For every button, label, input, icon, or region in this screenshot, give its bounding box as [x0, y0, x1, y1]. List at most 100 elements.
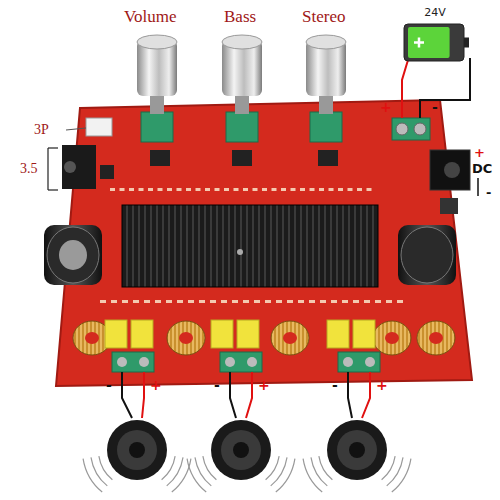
smd-pad	[158, 188, 163, 191]
smd-pad	[309, 300, 315, 303]
smd-pad	[310, 188, 315, 191]
polarity-sign: +	[380, 100, 392, 114]
smd-pad	[254, 300, 260, 303]
inductor-coil	[373, 321, 411, 355]
speaker-terminal	[220, 352, 262, 372]
polarity-sign: +	[376, 378, 388, 392]
stereo-knob	[306, 35, 346, 142]
ic-chip	[150, 150, 170, 166]
polarity-sign: -	[214, 378, 220, 392]
film-capacitor	[327, 320, 349, 348]
smd-pad	[221, 300, 227, 303]
silkscreen-dots	[100, 188, 403, 303]
smd-pad	[397, 300, 403, 303]
smd-pad	[357, 188, 362, 191]
speaker	[107, 420, 167, 480]
bracket	[47, 148, 48, 190]
ic-chip	[100, 165, 114, 179]
smd-pad	[276, 300, 282, 303]
smd-pad	[188, 300, 194, 303]
sound-wave	[265, 456, 279, 480]
inductor-coil	[417, 321, 455, 355]
speaker-terminal	[112, 352, 154, 372]
film-capacitor	[105, 320, 127, 348]
polarity-sign: -	[332, 378, 338, 392]
smd-pad	[348, 188, 353, 191]
leader-line	[66, 128, 86, 130]
ic-chip	[318, 150, 338, 166]
smd-pad	[133, 300, 139, 303]
smd-pad	[338, 188, 343, 191]
smd-pad	[375, 300, 381, 303]
smd-pad	[122, 300, 128, 303]
polarity-sign: -	[486, 186, 491, 199]
smd-pad	[353, 300, 359, 303]
bracket	[48, 147, 58, 148]
smd-pad	[320, 300, 326, 303]
smd-pad	[265, 300, 271, 303]
smd-pad	[243, 300, 249, 303]
power-label: DC	[472, 162, 492, 175]
sound-wave	[275, 458, 295, 492]
smd-pad	[148, 188, 153, 191]
dc-jack	[430, 150, 470, 190]
smd-pad	[262, 188, 267, 191]
power-wire	[420, 58, 470, 118]
power-terminal	[392, 118, 430, 140]
smd-pad	[342, 300, 348, 303]
power-wire	[402, 60, 408, 118]
audio-jack-hole	[64, 161, 76, 173]
smd-pad	[186, 188, 191, 191]
audio-jack	[62, 145, 96, 189]
smd-pad	[329, 188, 334, 191]
sound-wave	[318, 456, 332, 480]
sound-wave	[98, 456, 112, 480]
sound-wave	[302, 458, 322, 492]
smd-pad	[232, 300, 238, 303]
smd-pad	[110, 188, 115, 191]
sound-wave	[186, 458, 206, 492]
smd-pad	[210, 300, 216, 303]
film-capacitor	[211, 320, 233, 348]
circuit-board	[56, 100, 472, 386]
smd-pad	[224, 188, 229, 191]
battery: 24V	[398, 6, 472, 62]
film-capacitor	[131, 320, 153, 348]
smd-pad	[177, 188, 182, 191]
bass-knob	[222, 35, 262, 142]
smd-pad	[300, 188, 305, 191]
smd-pad	[199, 300, 205, 303]
polarity-sign: -	[106, 378, 112, 392]
capacitor	[398, 225, 456, 285]
3p-connector	[86, 118, 112, 136]
smd-pad	[243, 188, 248, 191]
smd-pad	[155, 300, 161, 303]
smd-pad	[319, 188, 324, 191]
film-capacitor	[353, 320, 375, 348]
smd-pad	[166, 300, 172, 303]
polarity-sign: +	[474, 146, 485, 159]
ic-chip	[232, 150, 252, 166]
speaker-wires	[122, 372, 370, 418]
smd-part	[440, 198, 458, 214]
connector-label: 3.5	[20, 162, 38, 176]
speakers	[82, 420, 411, 493]
smd-pad	[291, 188, 296, 191]
polarity-sign: -	[432, 100, 438, 114]
smd-pad	[129, 188, 134, 191]
smd-pad	[205, 188, 210, 191]
polarity-sign: +	[258, 378, 270, 392]
sound-wave	[82, 458, 102, 492]
output-stage	[73, 320, 455, 372]
smd-pad	[253, 188, 258, 191]
smd-pad	[167, 188, 172, 191]
smd-pad	[272, 188, 277, 191]
smd-pad	[234, 188, 239, 191]
connector-label: 3P	[34, 123, 49, 137]
speaker-terminal	[338, 352, 380, 372]
smd-pad	[281, 188, 286, 191]
smd-pad	[386, 300, 392, 303]
voltage-label: 24V	[398, 6, 472, 19]
